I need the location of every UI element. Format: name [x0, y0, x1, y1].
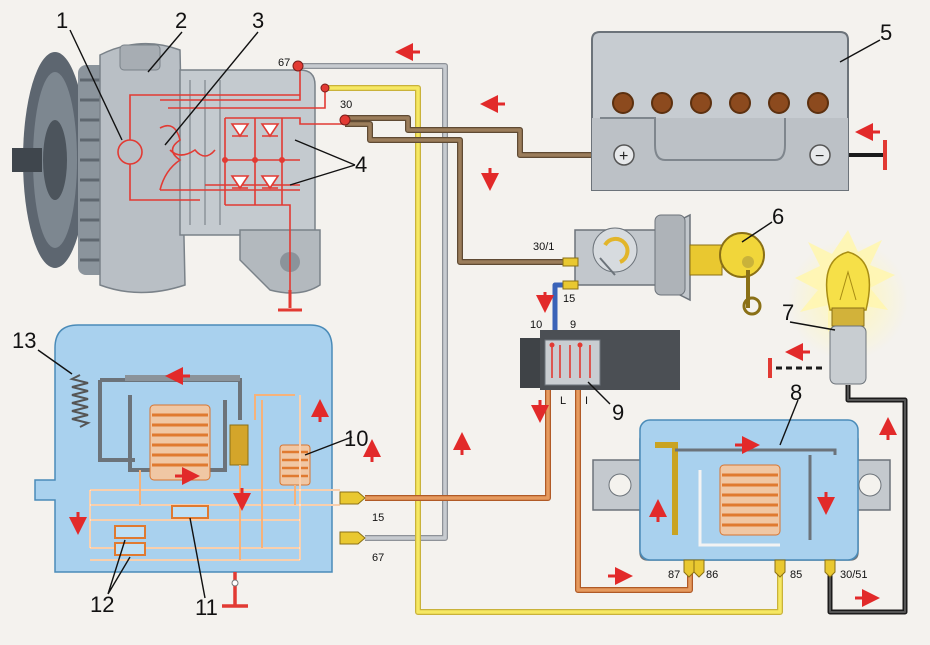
label-alt-30: 30 [340, 99, 352, 111]
label-fuse-I: I [585, 395, 588, 407]
regulator-terminal-67[interactable] [339, 531, 366, 545]
callout-11: 11 [195, 595, 218, 620]
lamp-relay [592, 419, 891, 578]
fuse-block [520, 330, 680, 390]
regulator-resistor-12b [114, 542, 146, 556]
ignition-switch [562, 213, 765, 316]
label-fuse-L: L [560, 395, 566, 407]
terminal-labels: 67 30 30/1 15 10 9 L I 15 67 87 86 85 30… [278, 57, 868, 581]
regulator-ground-icon [222, 572, 248, 608]
label-relay-30-51: 30/51 [840, 569, 868, 581]
label-relay-86: 86 [706, 569, 718, 581]
callout-labels: 1 2 3 4 5 6 7 8 9 10 11 12 13 [12, 8, 892, 620]
label-fuse-10: 10 [530, 319, 542, 331]
regulator-resistor-12a [114, 525, 146, 539]
wire-orange-15 [365, 380, 551, 501]
ignition-key-icon[interactable] [689, 232, 765, 316]
regulator-spring-icon [69, 374, 91, 428]
alternator-ground-icon [278, 290, 302, 312]
callout-4: 4 [355, 152, 367, 177]
callout-2: 2 [175, 8, 187, 33]
alternator-circuit [117, 66, 345, 290]
callout-8: 8 [790, 380, 802, 405]
regulator-resistor-11 [171, 505, 209, 519]
relay-terminal-86[interactable] [693, 559, 705, 578]
label-sw-30-1: 30/1 [533, 241, 554, 253]
lamp-bulb-icon [825, 251, 871, 311]
terminal-67[interactable] [292, 60, 304, 72]
label-reg-15: 15 [372, 512, 384, 524]
current-flow-arrows [69, 43, 897, 607]
warning-lamp [768, 230, 908, 385]
voltage-regulator [34, 324, 366, 608]
wire-brown-battery [345, 115, 618, 158]
battery-cell-caps [612, 92, 829, 114]
switch-terminal-30-1[interactable] [562, 257, 579, 267]
relay-terminal-30-51[interactable] [824, 559, 836, 578]
callout-3: 3 [252, 8, 264, 33]
callout-10: 10 [344, 426, 368, 451]
alternator [12, 42, 351, 312]
relay-terminal-85[interactable] [774, 559, 786, 578]
battery-positive-terminal[interactable] [613, 144, 635, 166]
terminal-d[interactable] [320, 83, 330, 93]
callout-13: 13 [12, 328, 36, 353]
label-fuse-9: 9 [570, 319, 576, 331]
terminal-30[interactable] [339, 114, 351, 126]
label-alt-67: 67 [278, 57, 290, 69]
label-reg-67: 67 [372, 552, 384, 564]
label-relay-85: 85 [790, 569, 802, 581]
label-relay-87: 87 [668, 569, 680, 581]
regulator-terminal-15[interactable] [339, 491, 366, 505]
battery-negative-terminal[interactable] [809, 144, 831, 166]
callout-5: 5 [880, 20, 892, 45]
callout-6: 6 [772, 204, 784, 229]
relay-terminal-87[interactable] [683, 559, 695, 578]
callout-1: 1 [56, 8, 68, 33]
battery: + − [591, 31, 887, 191]
leader-lines [37, 29, 881, 599]
battery-plus-label: + [619, 148, 628, 165]
callout-9: 9 [612, 400, 624, 425]
battery-minus-label: − [815, 148, 824, 165]
switch-terminal-15[interactable] [562, 280, 579, 290]
label-sw-15: 15 [563, 293, 575, 305]
callout-7: 7 [782, 300, 794, 325]
callout-12: 12 [90, 592, 114, 617]
